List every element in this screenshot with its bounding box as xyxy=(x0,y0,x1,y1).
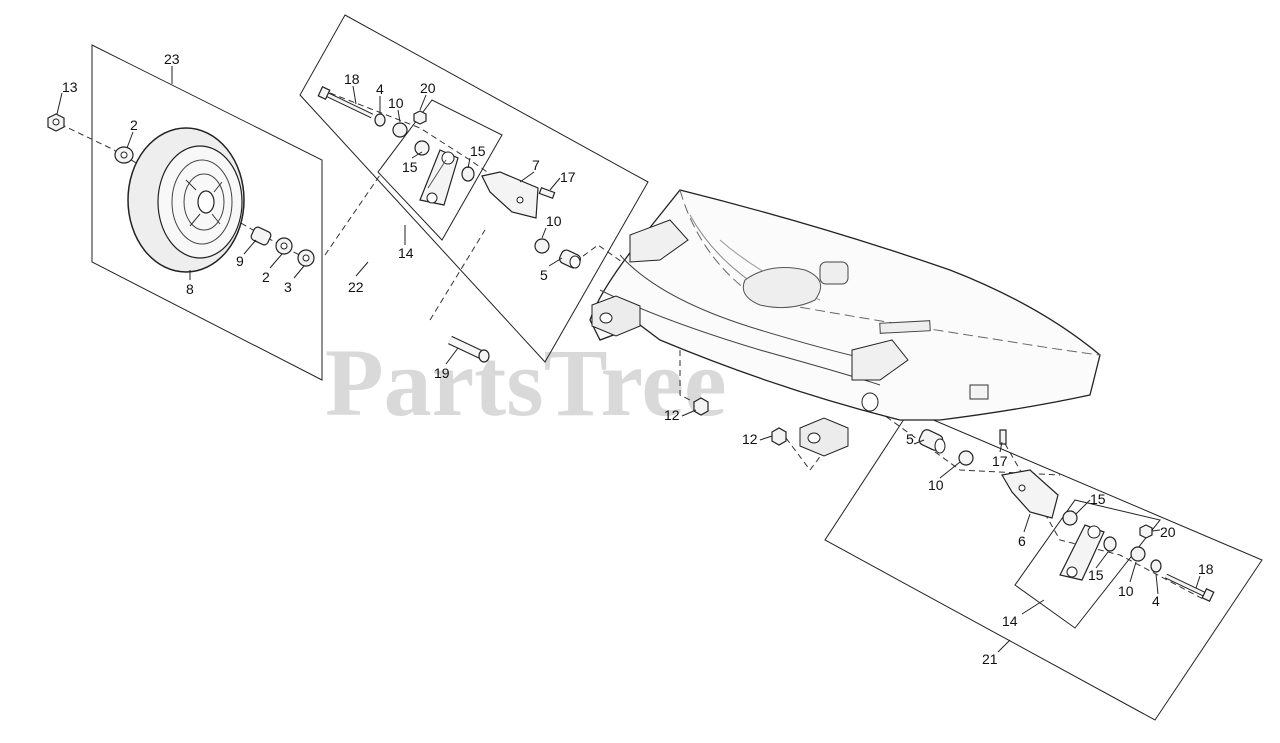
callout-7: 7 xyxy=(532,157,540,173)
callout-15: 15 xyxy=(402,159,418,175)
bolt-18-upper xyxy=(317,85,374,119)
axis-spacer-5b xyxy=(869,404,1061,476)
bolt-18-lower xyxy=(1164,573,1215,603)
callout-8: 8 xyxy=(186,281,194,297)
pin-19 xyxy=(448,335,490,363)
callout-2: 2 xyxy=(130,117,138,133)
callout-labels: 23 13 2 9 2 3 8 18 4 10 20 15 15 7 17 10… xyxy=(62,51,1214,667)
callout-20: 20 xyxy=(420,80,436,96)
nut-12-lower xyxy=(771,427,787,446)
callout-9: 9 xyxy=(236,253,244,269)
callout-12: 12 xyxy=(664,407,680,423)
washer-10-lower-b xyxy=(1130,546,1146,562)
callout-15: 15 xyxy=(1088,567,1104,583)
group-frame-22 xyxy=(299,14,649,363)
bushing-15-lower-b xyxy=(1103,536,1117,552)
axis-pin-19 xyxy=(429,229,486,321)
callout-13: 13 xyxy=(62,79,78,95)
watermark-text: PartsTree xyxy=(325,329,727,436)
wheel-8 xyxy=(127,127,245,273)
spacer-5-lower xyxy=(918,429,946,454)
pivot-arm-lower xyxy=(1059,524,1105,581)
callout-17: 17 xyxy=(992,453,1008,469)
bolt-17-upper xyxy=(538,187,556,199)
washer-4-lower xyxy=(1150,559,1162,573)
callout-18: 18 xyxy=(344,71,360,87)
callout-3: 3 xyxy=(284,279,292,295)
callout-5: 5 xyxy=(906,431,914,447)
callout-19: 19 xyxy=(434,365,450,381)
axis-wheel xyxy=(59,123,141,166)
callout-10: 10 xyxy=(1118,583,1134,599)
callout-15: 15 xyxy=(1090,491,1106,507)
bushing-15-lower-a xyxy=(1062,510,1078,526)
callout-4: 4 xyxy=(376,81,384,97)
group-frame-23 xyxy=(91,44,323,381)
washer-10-lower-a xyxy=(958,450,974,466)
pivot-arm-upper xyxy=(419,149,459,206)
nut-20-upper xyxy=(413,110,427,125)
washer-4-upper xyxy=(374,113,386,127)
nut-12-upper xyxy=(693,397,709,416)
bushing-15-upper-a xyxy=(414,140,430,156)
washer-10-mid xyxy=(534,238,550,254)
washer-2-lower xyxy=(275,237,293,255)
callout-22: 22 xyxy=(348,279,364,295)
washer-10-upper xyxy=(392,122,408,138)
bolt-17-lower xyxy=(999,429,1007,445)
spacer-5-upper xyxy=(559,249,581,269)
callout-15: 15 xyxy=(470,143,486,159)
callout-10: 10 xyxy=(388,95,404,111)
leader-lines xyxy=(56,66,1201,653)
callout-23: 23 xyxy=(164,51,180,67)
callout-2: 2 xyxy=(262,269,270,285)
axis-nut-12a xyxy=(679,350,701,406)
callout-5: 5 xyxy=(540,267,548,283)
callout-6: 6 xyxy=(1018,533,1026,549)
callout-18: 18 xyxy=(1198,561,1214,577)
bracket-6 xyxy=(1001,469,1059,519)
washer-3 xyxy=(297,249,315,267)
mower-deck xyxy=(589,189,1101,457)
nut-13 xyxy=(47,113,65,132)
group-frame-14-upper xyxy=(377,99,503,241)
axis-spacer-5a xyxy=(574,244,623,263)
bracket-7 xyxy=(481,171,539,219)
callout-14: 14 xyxy=(1002,613,1018,629)
callout-17: 17 xyxy=(560,169,576,185)
nut-20-lower xyxy=(1139,524,1153,539)
callout-10: 10 xyxy=(928,477,944,493)
group-frame-14-lower xyxy=(1014,499,1161,629)
callout-21: 21 xyxy=(982,651,998,667)
callout-20: 20 xyxy=(1160,524,1176,540)
callout-4: 4 xyxy=(1152,593,1160,609)
callout-14: 14 xyxy=(398,245,414,261)
bushing-15-upper-b xyxy=(461,166,475,182)
group-frame-21 xyxy=(824,409,1263,721)
washer-2-upper xyxy=(114,146,134,164)
callout-12: 12 xyxy=(742,431,758,447)
callout-10: 10 xyxy=(546,213,562,229)
axis-left-pivot xyxy=(324,174,381,256)
